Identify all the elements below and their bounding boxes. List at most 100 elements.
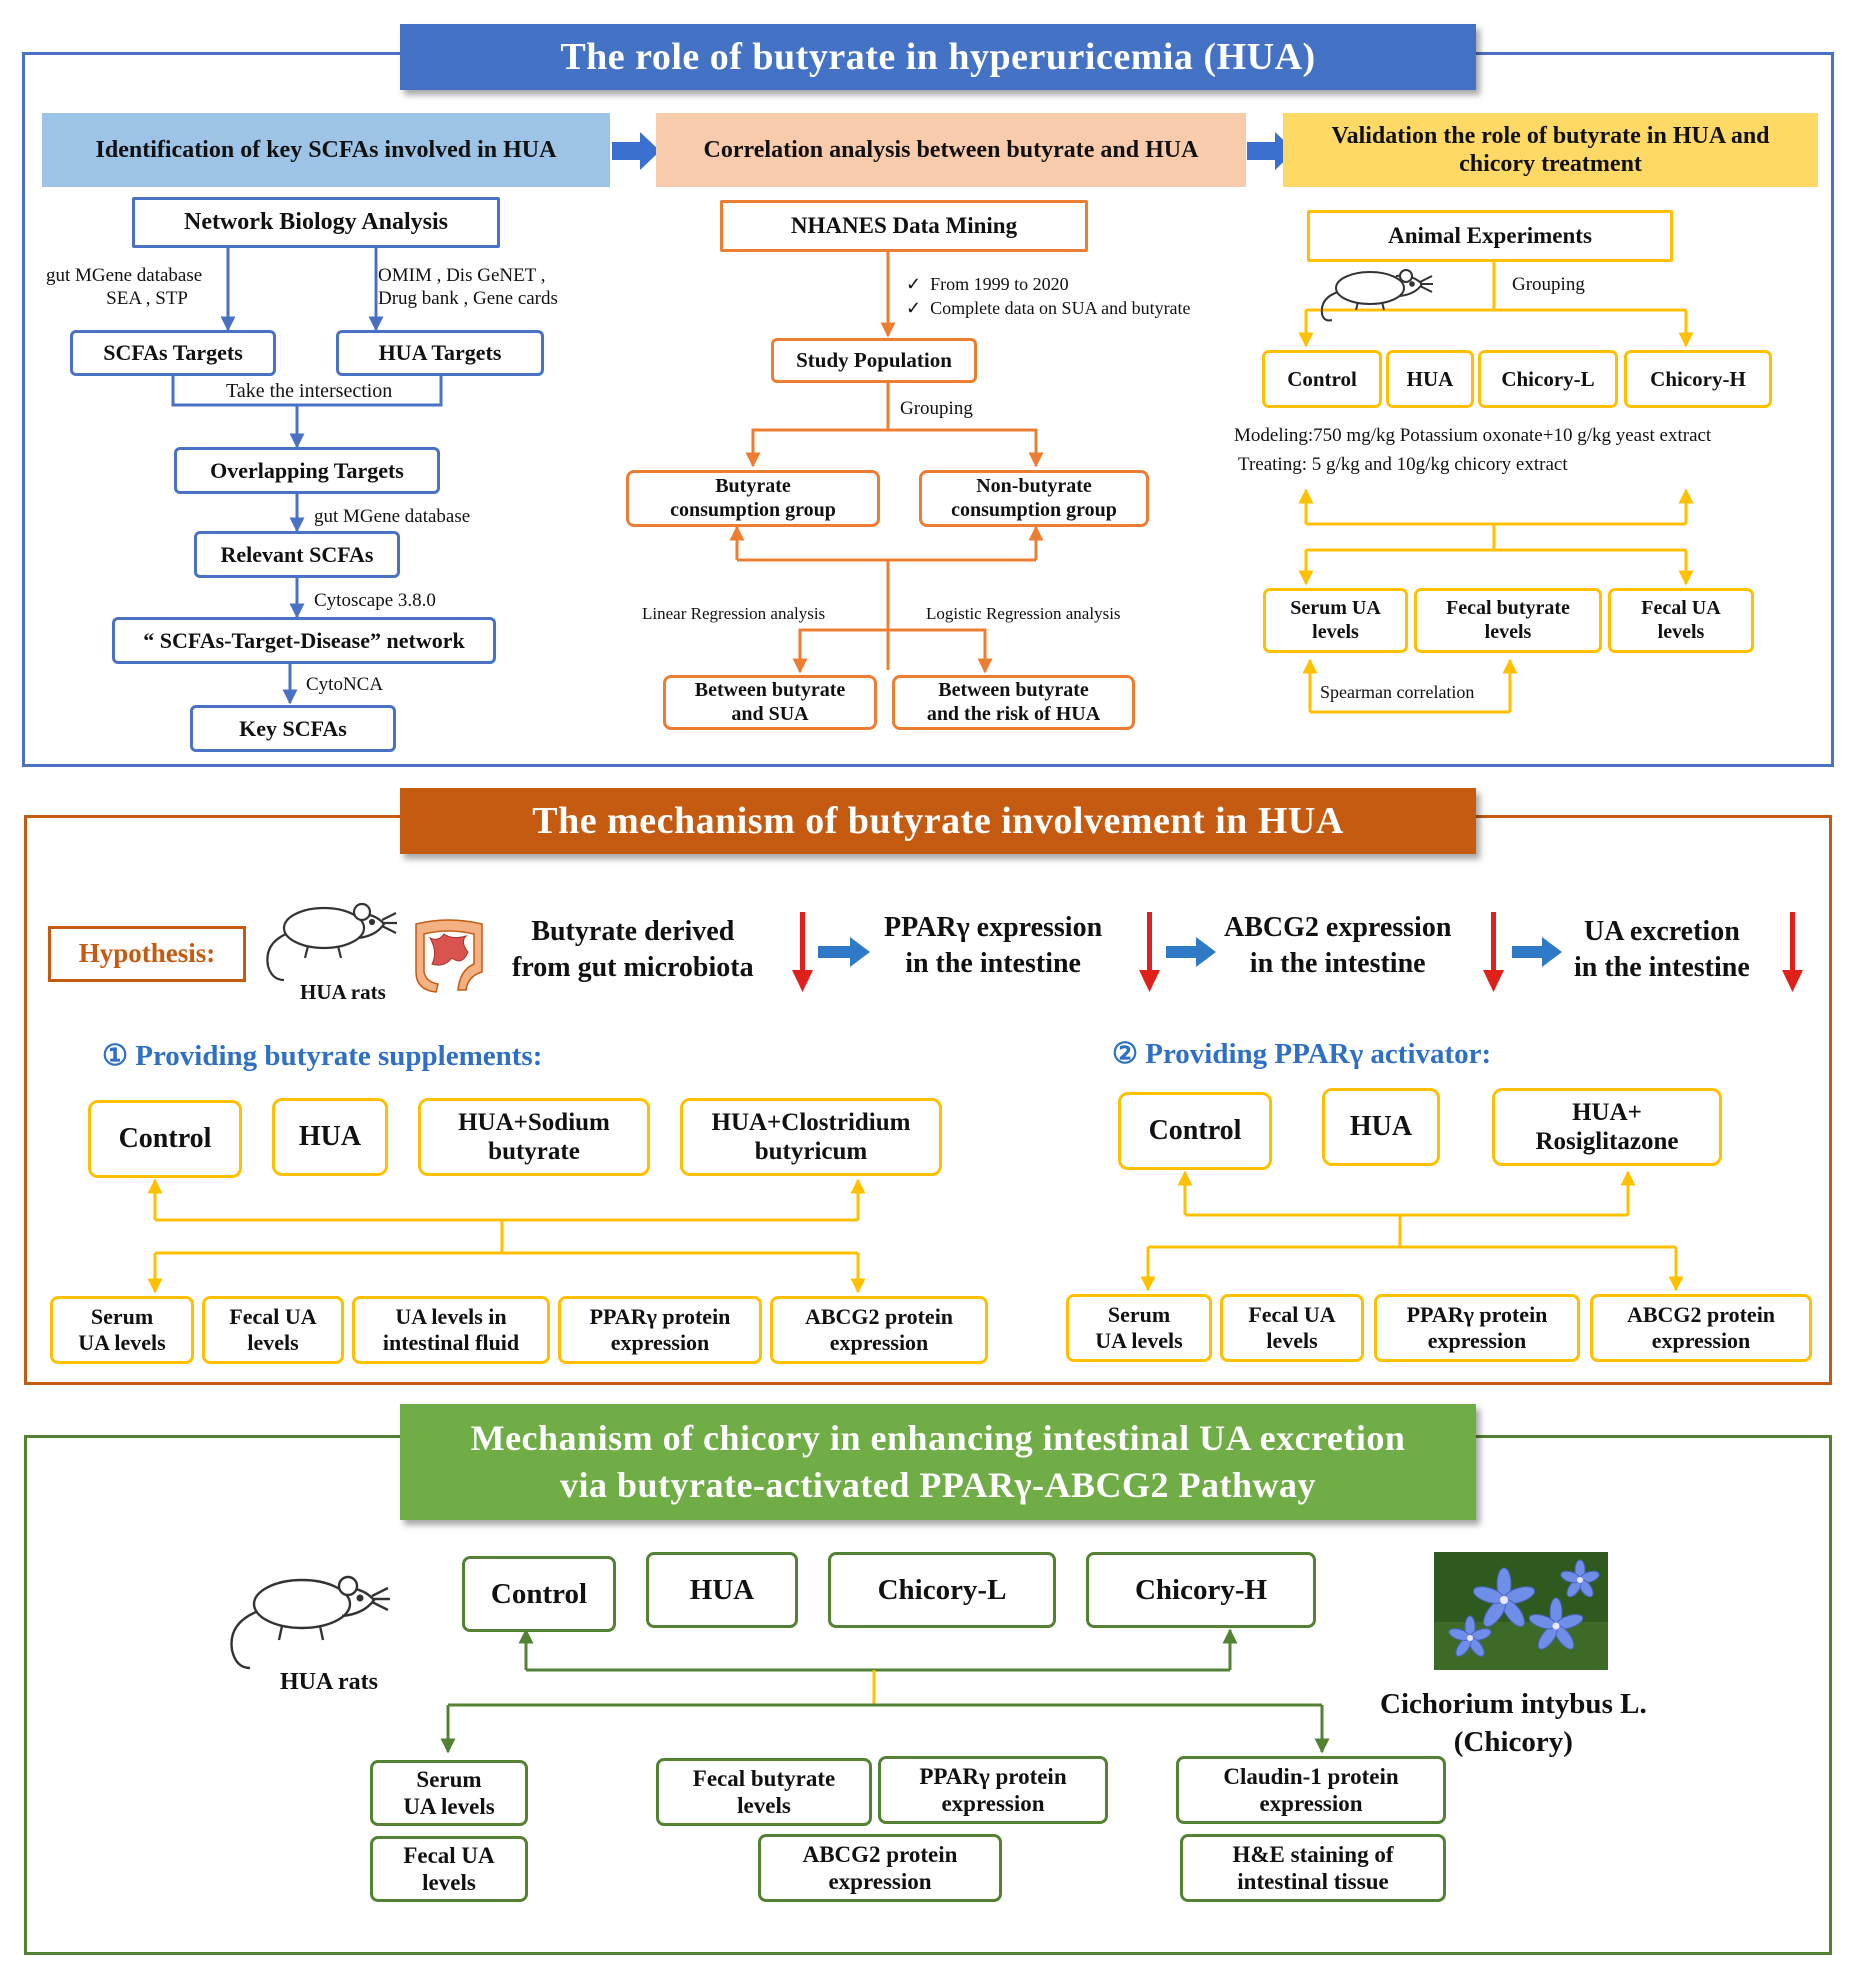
- s2-group2-hua: HUA: [1322, 1088, 1440, 1166]
- s3-outcome-abcg2-line2: expression: [828, 1869, 932, 1894]
- s3-outcome-fecal-ua-line2: levels: [422, 1870, 476, 1895]
- s3-group-hua: HUA: [646, 1552, 798, 1628]
- s2-outcome2-ppar-line1: PPARγ protein: [1406, 1302, 1548, 1328]
- chain-step-4-line1: UA excretion: [1584, 916, 1740, 947]
- s3-outcome-ppar-line1: PPARγ protein: [919, 1763, 1067, 1789]
- linear-label: Linear Regression analysis: [642, 604, 826, 623]
- chain-step-1-line1: Butyrate derived: [531, 916, 735, 947]
- fecal-butyrate-line1: Fecal butyrate: [1446, 596, 1570, 619]
- check-item-2: ✓ Complete data on SUA and butyrate: [906, 296, 1191, 320]
- s3-outcome-he-staining-line1: H&E staining of: [1232, 1841, 1394, 1867]
- section1-title: The role of butyrate in hyperuricemia (H…: [400, 24, 1476, 90]
- serum-ua-box: Serum UA levels: [1263, 588, 1408, 653]
- intersection-label: Take the intersection: [226, 380, 393, 402]
- s2-group2-rosiglitazone-line2: Rosiglitazone: [1535, 1128, 1679, 1155]
- plant-name-line2: (Chicory): [1453, 1725, 1573, 1758]
- s3-outcome-fecal-ua-line1: Fecal UA: [403, 1842, 495, 1868]
- section3-frame: [24, 1435, 1832, 1955]
- check-icon: ✓: [906, 298, 931, 319]
- col3-group-control: Control: [1262, 350, 1382, 408]
- s2-outcome1-fecal-ua-line2: levels: [247, 1330, 299, 1355]
- non-butyrate-group-line2: consumption group: [951, 498, 1117, 521]
- s2-outcome2-ppar-line2: expression: [1427, 1328, 1527, 1353]
- s2-outcome1-fecal-ua-line1: Fecal UA: [229, 1304, 317, 1330]
- animal-experiments-box: Animal Experiments: [1307, 210, 1673, 262]
- risk-line2: and the risk of HUA: [926, 702, 1101, 725]
- sua-line1: Between butyrate: [694, 678, 846, 701]
- s2-outcome1-serum-line1: Serum: [90, 1304, 154, 1330]
- sua-box: Between butyrate and SUA: [663, 675, 877, 730]
- s2-group1-sodium-butyrate-line1: HUA+Sodium: [458, 1108, 610, 1136]
- logistic-label: Logistic Regression analysis: [926, 604, 1121, 623]
- intestine-icon: [415, 919, 483, 993]
- spearman-label: Spearman correlation: [1320, 682, 1475, 702]
- section3-title-line1: Mechanism of chicory in enhancing intest…: [470, 1418, 1406, 1459]
- s3-outcome-claudin-line2: expression: [1259, 1791, 1363, 1816]
- s2-outcome1-abcg2-line1: ABCG2 protein: [804, 1304, 954, 1330]
- s2-outcome2-abcg2-line1: ABCG2 protein: [1626, 1302, 1776, 1328]
- hua-targets-box: HUA Targets: [336, 330, 544, 376]
- left-source-line2: SEA , STP: [106, 287, 188, 309]
- serum-ua-line1: Serum UA: [1290, 596, 1381, 619]
- risk-box: Between butyrate and the risk of HUA: [892, 675, 1135, 730]
- s3-outcome-he-staining-line2: intestinal tissue: [1237, 1869, 1389, 1894]
- left-source-line1: gut MGene database: [46, 265, 203, 286]
- network-box: “ SCFAs-Target-Disease” network: [112, 617, 496, 664]
- rat-icon: [1320, 269, 1433, 322]
- col3-group-hua: HUA: [1386, 350, 1474, 408]
- right-source-line2: Drug bank , Gene cards: [378, 287, 558, 309]
- s3-outcome-fecal-butyrate-line1: Fecal butyrate: [692, 1765, 836, 1791]
- s3-outcome-serum-line1: Serum: [416, 1766, 482, 1792]
- s2-outcome2-serum-line1: Serum: [1107, 1302, 1171, 1328]
- s2-outcome2-abcg2-line2: expression: [1651, 1328, 1751, 1353]
- chicory-flower-photo: [1434, 1552, 1608, 1670]
- s3-outcome-claudin-line1: Claudin-1 protein: [1223, 1763, 1399, 1789]
- chain-step-4-line2: in the intestine: [1574, 952, 1750, 984]
- col2-grouping-label: Grouping: [900, 398, 973, 419]
- chain-step-2-line1: PPARγ expression: [884, 912, 1103, 943]
- check-list: ✓ From 1999 to 2020 ✓ Complete data on S…: [906, 272, 1191, 321]
- s3-group-control: Control: [462, 1556, 616, 1632]
- overlapping-targets-box: Overlapping Targets: [174, 447, 440, 494]
- check-item-1-text: From 1999 to 2020: [930, 274, 1069, 294]
- s2-group2-rosiglitazone-line1: HUA+: [1572, 1098, 1642, 1126]
- network-biology-box: Network Biology Analysis: [132, 197, 500, 248]
- treating-label: Treating: 5 g/kg and 10g/kg chicory extr…: [1238, 454, 1568, 475]
- col3-group-chicory-l: Chicory-L: [1478, 350, 1618, 408]
- gut-db-label: gut MGene database: [314, 506, 471, 527]
- hua-rats-label: HUA rats: [300, 980, 386, 1004]
- nhanes-box: NHANES Data Mining: [720, 200, 1088, 252]
- s3-hua-rats-label: HUA rats: [280, 1669, 378, 1695]
- right-source-label: OMIM , Dis GeNET , Drug bank , Gene card…: [378, 265, 558, 311]
- non-butyrate-group-box: Non-butyrate consumption group: [919, 470, 1149, 527]
- rat-icon: [266, 902, 397, 982]
- butyrate-group-line1: Butyrate: [715, 474, 791, 497]
- s2-group2-control: Control: [1118, 1092, 1272, 1170]
- s3-outcome-ppar-line2: expression: [941, 1791, 1045, 1816]
- scfas-targets-box: SCFAs Targets: [70, 330, 276, 376]
- relevant-scfas-box: Relevant SCFAs: [194, 531, 400, 578]
- plant-name-line1: Cichorium intybus L.: [1380, 1688, 1647, 1720]
- key-scfas-box: Key SCFAs: [190, 705, 396, 752]
- s2-outcome1-serum-line2: UA levels: [78, 1330, 166, 1355]
- s2-outcome2-fecal-ua-line2: levels: [1266, 1328, 1318, 1353]
- butyrate-group-box: Butyrate consumption group: [626, 470, 880, 527]
- s2-group1-hua: HUA: [272, 1098, 388, 1176]
- hypothesis-box: Hypothesis:: [48, 926, 246, 982]
- chain-step-4: UA excretion in the intestine: [1574, 914, 1750, 987]
- chain-step-3-line2: in the intestine: [1249, 948, 1426, 980]
- s2-outcome1-ppar-line1: PPARγ protein: [589, 1304, 731, 1330]
- cytoscape-label: Cytoscape 3.8.0: [314, 590, 436, 611]
- s2-outcome1-intestinal-fluid-line2: intestinal fluid: [382, 1330, 520, 1355]
- section2-title: The mechanism of butyrate involvement in…: [400, 788, 1476, 854]
